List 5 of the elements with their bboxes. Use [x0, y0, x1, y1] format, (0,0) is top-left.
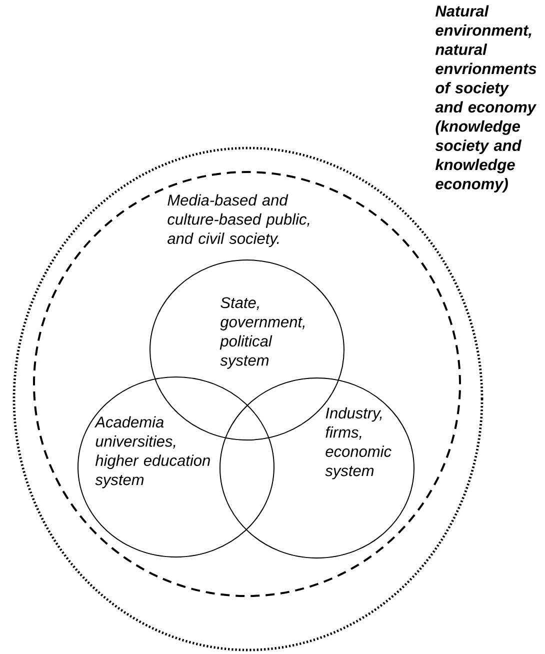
ellipse-label: Academia universities, higher education system — [94, 416, 210, 488]
ellipse-label: State, government, political system — [220, 297, 305, 369]
ellipse-label: Industry, firms, economic system — [325, 407, 392, 480]
ellipse-label: Natural environment, natural envrionments of society and economy (knowledge society and knowledge economy) — [435, 5, 537, 192]
ellipse-label: Media-based and culture-based public, and civil society. — [168, 194, 310, 248]
